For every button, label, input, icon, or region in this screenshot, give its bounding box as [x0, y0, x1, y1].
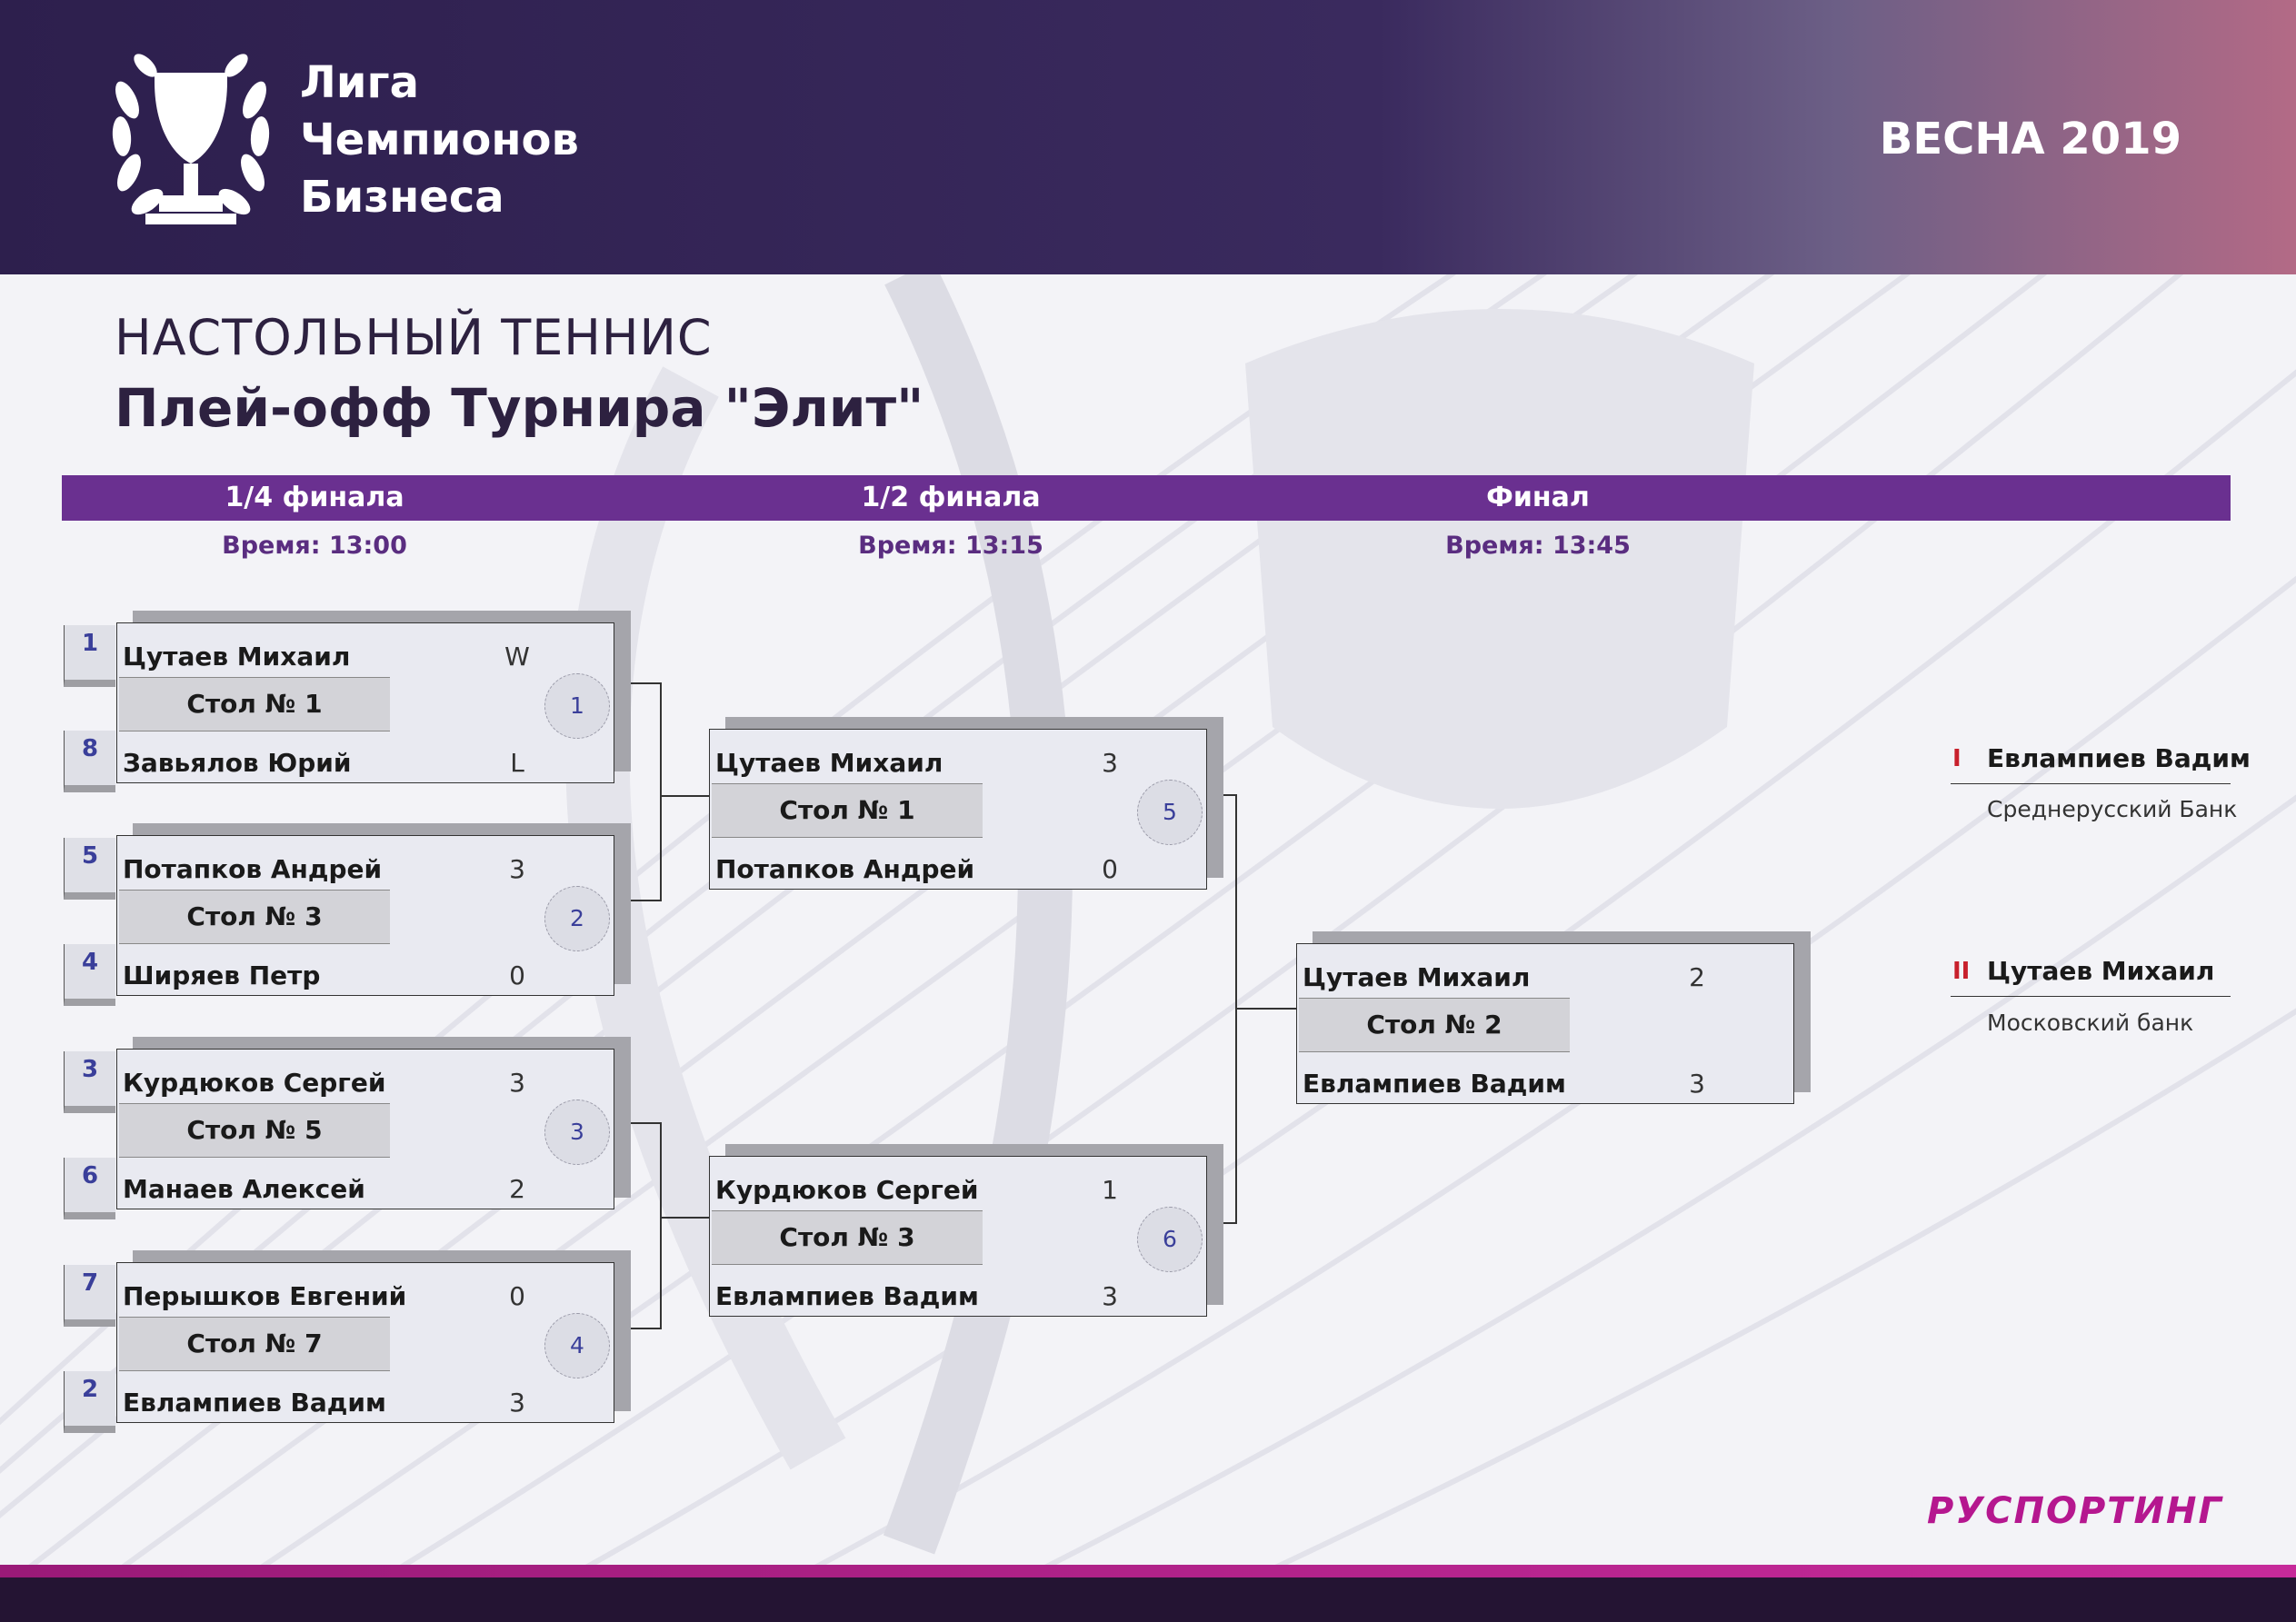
player-2-score: 0 [509, 960, 525, 990]
table-label: Стол № 3 [712, 1210, 983, 1265]
player-2-name: Евлампиев Вадим [1303, 1069, 1566, 1099]
match-number-badge: 4 [544, 1313, 610, 1378]
place-second-name: Цутаев Михаил [1987, 956, 2215, 986]
player-2-name: Евлампиев Вадим [123, 1388, 386, 1418]
player-1-name: Цутаев Михаил [123, 642, 351, 672]
place-first-name: Евлампиев Вадим [1987, 743, 2251, 773]
logo-line: Чемпионов [300, 114, 579, 165]
player-2-score: 3 [1102, 1281, 1118, 1311]
place-second-company: Московский банк [1987, 1010, 2194, 1036]
event-title: Плей-офф Турнира "Элит" [115, 377, 924, 439]
round-time-final: Время: 13:45 [1445, 532, 1631, 560]
round-time-semifinal: Время: 13:15 [858, 532, 1043, 560]
match-number-badge: 1 [544, 673, 610, 739]
match-number-badge: 3 [544, 1100, 610, 1165]
player-1-name: Перышков Евгений [123, 1281, 407, 1311]
footer-bar [0, 1577, 2296, 1622]
match-box: Цутаев Михаил 3 Стол № 1 Потапков Андрей… [709, 729, 1207, 890]
sport-title: НАСТОЛЬНЫЙ ТЕННИС [115, 309, 713, 366]
header-banner: Лига Чемпионов Бизнеса ВЕСНА 2019 [0, 0, 2296, 274]
player-2-score: 3 [1689, 1069, 1705, 1099]
player-2-name: Манаев Алексей [123, 1174, 365, 1204]
match-number-badge: 6 [1137, 1207, 1203, 1272]
round-label-semifinal: 1/2 финала [861, 482, 1041, 513]
player-1-name: Цутаев Михаил [1303, 962, 1531, 992]
seed-label: 4 [64, 944, 115, 1006]
match-box: Курдюков Сергей 3 Стол № 5 Манаев Алексе… [116, 1049, 614, 1209]
player-1-score: 2 [1689, 962, 1705, 992]
player-1-score: 3 [509, 1068, 525, 1098]
player-2-name: Ширяев Петр [123, 960, 321, 990]
match-card-5: Цутаев Михаил 3 Стол № 1 Потапков Андрей… [709, 717, 1223, 890]
table-label: Стол № 5 [119, 1103, 390, 1158]
match-card-2: Потапков Андрей 3 Стол № 3 Ширяев Петр 0… [116, 823, 631, 996]
place-first-label: I [1952, 745, 1962, 772]
seed-label: 8 [64, 731, 115, 792]
player-1-score: 0 [509, 1281, 525, 1311]
table-label: Стол № 2 [1299, 998, 1570, 1052]
player-1-score: 3 [1102, 748, 1118, 778]
match-card-6: Курдюков Сергей 1 Стол № 3 Евлампиев Вад… [709, 1144, 1223, 1317]
match-box: Перышков Евгений 0 Стол № 7 Евлампиев Ва… [116, 1262, 614, 1423]
player-1-name: Потапков Андрей [123, 854, 383, 884]
seed-label: 1 [64, 625, 115, 687]
place-second-label: II [1952, 958, 1971, 985]
player-2-score: L [510, 748, 524, 778]
player-1-name: Курдюков Сергей [123, 1068, 386, 1098]
player-2-name: Евлампиев Вадим [715, 1281, 979, 1311]
player-2-name: Потапков Андрей [715, 854, 975, 884]
player-2-score: 2 [509, 1174, 525, 1204]
logo-text: Лига Чемпионов Бизнеса [300, 55, 579, 226]
match-card-4: Перышков Евгений 0 Стол № 7 Евлампиев Ва… [116, 1250, 631, 1423]
round-label-quarterfinal: 1/4 финала [225, 482, 404, 513]
round-header-bar [62, 475, 2231, 521]
player-1-name: Цутаев Михаил [715, 748, 943, 778]
logo-line: Лига [300, 57, 419, 108]
season-label: ВЕСНА 2019 [1879, 114, 2181, 164]
sponsor-logo: РУСПОРТИНГ [1926, 1490, 2223, 1532]
player-2-score: 3 [509, 1388, 525, 1418]
table-label: Стол № 1 [119, 677, 390, 731]
result-divider [1951, 996, 2231, 997]
table-label: Стол № 1 [712, 783, 983, 838]
seed-label: 5 [64, 838, 115, 900]
player-1-name: Курдюков Сергей [715, 1175, 979, 1205]
round-label-final: Финал [1486, 482, 1590, 513]
player-1-score: W [504, 642, 530, 672]
player-1-score: 3 [509, 854, 525, 884]
table-label: Стол № 7 [119, 1317, 390, 1371]
match-card-3: Курдюков Сергей 3 Стол № 5 Манаев Алексе… [116, 1037, 631, 1209]
match-number-badge: 5 [1137, 780, 1203, 845]
match-box: Курдюков Сергей 1 Стол № 3 Евлампиев Вад… [709, 1156, 1207, 1317]
seed-label: 6 [64, 1158, 115, 1219]
round-time-quarterfinal: Время: 13:00 [222, 532, 407, 560]
match-box: Цутаев Михаил 2 Стол № 2 Евлампиев Вадим… [1296, 943, 1794, 1104]
player-2-name: Завьялов Юрий [123, 748, 352, 778]
seed-label: 2 [64, 1371, 115, 1433]
match-number-badge: 2 [544, 886, 610, 951]
place-first-company: Среднерусский Банк [1987, 796, 2238, 822]
footer-stripe [0, 1565, 2296, 1577]
seed-label: 3 [64, 1051, 115, 1113]
seed-label: 7 [64, 1265, 115, 1327]
match-card-1: Цутаев Михаил W Стол № 1 Завьялов Юрий L… [116, 611, 631, 783]
match-card-final: Цутаев Михаил 2 Стол № 2 Евлампиев Вадим… [1296, 931, 1811, 1104]
trophy-logo-icon [112, 54, 270, 224]
match-box: Цутаев Михаил W Стол № 1 Завьялов Юрий L… [116, 622, 614, 783]
table-label: Стол № 3 [119, 890, 390, 944]
player-2-score: 0 [1102, 854, 1118, 884]
match-box: Потапков Андрей 3 Стол № 3 Ширяев Петр 0… [116, 835, 614, 996]
result-divider [1951, 783, 2231, 784]
player-1-score: 1 [1102, 1175, 1118, 1205]
logo-line: Бизнеса [300, 172, 504, 223]
